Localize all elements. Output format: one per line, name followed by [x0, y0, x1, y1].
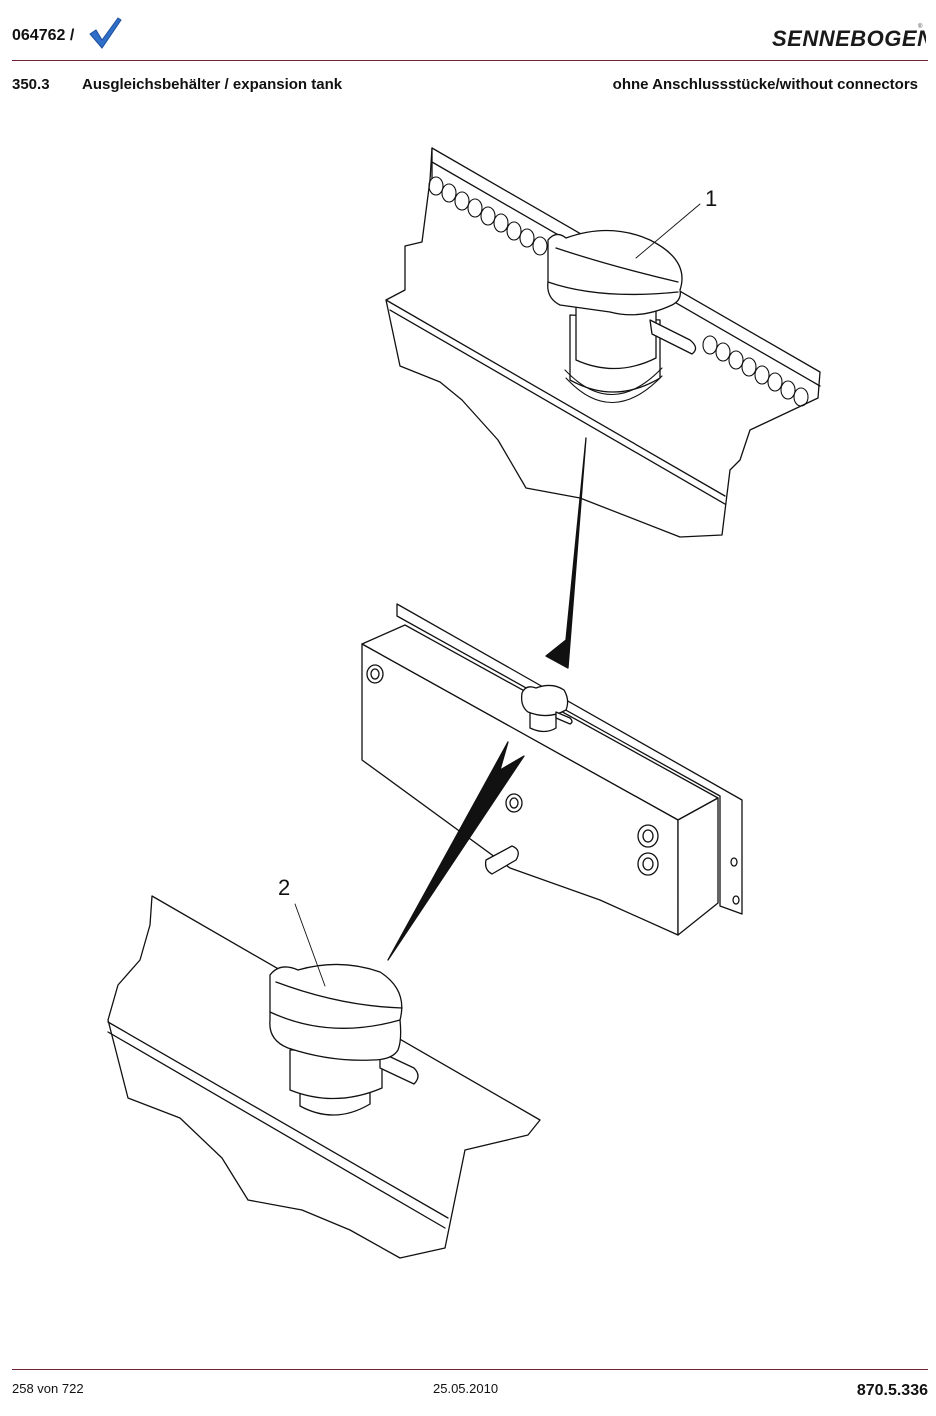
checkmark-icon [89, 17, 122, 49]
detail-1: 1 [385, 147, 821, 538]
expansion-tank [361, 603, 743, 936]
technical-drawing: 1 [107, 147, 821, 1259]
section-note: ohne Anschlussstücke/without connectors [612, 76, 918, 93]
header-rule [12, 60, 928, 61]
footer-rule [12, 1369, 928, 1370]
doc-number: 064762 / [12, 27, 75, 44]
document-date: 25.05.2010 [433, 1381, 499, 1396]
brand-logo-text: SENNEBOGEN [772, 26, 926, 51]
section-number: 350.3 [12, 76, 50, 93]
brand-logo: SENNEBOGEN ® [772, 23, 926, 51]
detail-2: 2 [107, 875, 541, 1259]
callout-1: 1 [705, 186, 717, 211]
page-number: 258 von 722 [12, 1381, 84, 1396]
callout-2: 2 [278, 875, 290, 900]
arrow-2 [387, 741, 525, 961]
arrow-1 [545, 437, 587, 669]
svg-text:®: ® [918, 23, 923, 30]
document-code: 870.5.336 [856, 1382, 928, 1399]
section-title: Ausgleichsbehälter / expansion tank [82, 76, 343, 93]
